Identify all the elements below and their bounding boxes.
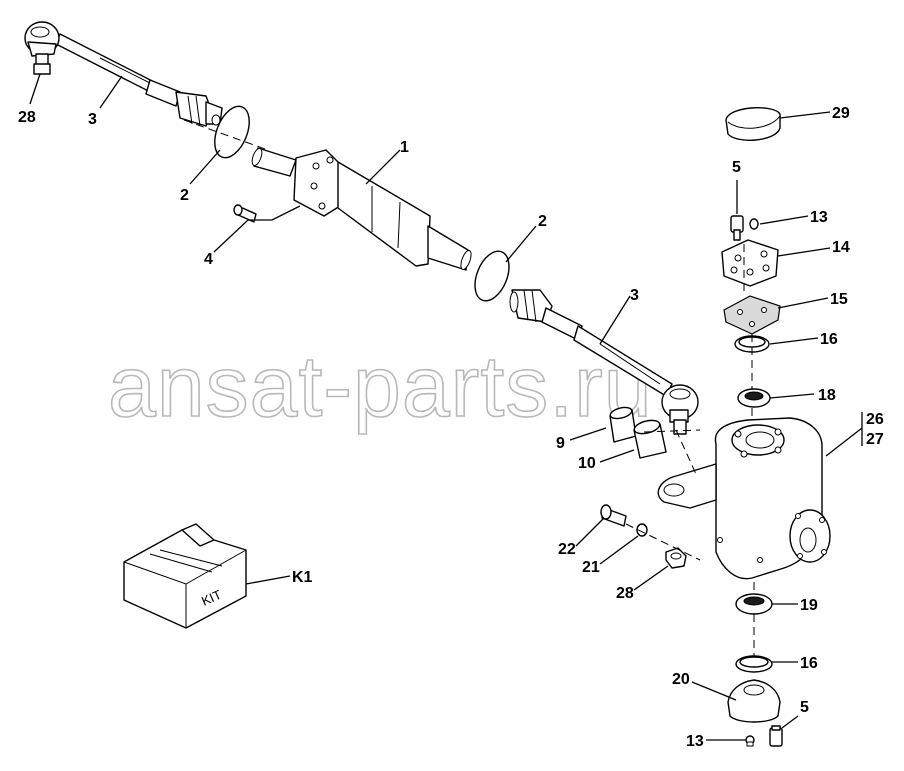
leader-lines: [29, 73, 863, 741]
callout-2-left: 2: [180, 187, 189, 204]
callout-10: 10: [578, 455, 596, 472]
callout-28-bottom: 28: [616, 585, 634, 602]
grease-fitting: [233, 204, 257, 223]
bearing-19: [735, 593, 773, 615]
callout-K1: K1: [292, 569, 313, 586]
seal-16-bottom: [735, 655, 773, 673]
ball-stud-left: [33, 53, 51, 75]
o-ring-right: [474, 250, 510, 302]
alignment-lines: [183, 119, 755, 656]
bottom-cap-20: [727, 679, 781, 723]
watermark-text: ansat-parts.ru: [108, 339, 653, 435]
callout-9: 9: [556, 435, 565, 452]
steering-knuckle: [657, 417, 831, 580]
callout-16-bottom: 16: [800, 655, 818, 672]
steering-cylinder: [251, 147, 472, 271]
callout-2-right: 2: [538, 213, 547, 230]
bearing-18: [737, 388, 771, 408]
shim-15: [723, 295, 781, 335]
cap-29: [725, 107, 781, 141]
plate-14: [721, 239, 779, 287]
callout-19: 19: [800, 597, 818, 614]
callout-18: 18: [818, 387, 836, 404]
callout-13-bottom: 13: [686, 733, 704, 750]
callout-4: 4: [204, 251, 213, 268]
callout-labels: 28 3 2 1 4 2 3 29 5 13 14 15 16 18 26 27…: [18, 105, 884, 750]
callout-5-bottom: 5: [800, 699, 809, 716]
callout-29: 29: [832, 105, 850, 122]
callout-13-top: 13: [810, 209, 828, 226]
bolt-5-top: [730, 215, 744, 241]
washer-13-top: [749, 218, 759, 230]
kit-box: KIT: [123, 523, 247, 629]
callout-14: 14: [832, 239, 850, 256]
callout-21: 21: [582, 559, 600, 576]
tie-rod-right: [509, 289, 699, 435]
callout-20: 20: [672, 671, 690, 688]
tie-rod-left: [24, 21, 223, 127]
callout-1: 1: [400, 139, 409, 156]
callout-16-top: 16: [820, 331, 838, 348]
bushing-10: [633, 419, 667, 459]
callout-22: 22: [558, 541, 576, 558]
bushing-9: [609, 406, 637, 443]
o-ring-left: [214, 105, 250, 159]
callout-5-top: 5: [732, 159, 741, 176]
washer-13-bottom: [745, 735, 755, 747]
callout-3-right: 3: [630, 287, 639, 304]
callout-26: 26: [866, 411, 884, 428]
callout-15: 15: [830, 291, 848, 308]
bolt-22: [600, 504, 627, 527]
callout-3-left: 3: [88, 111, 97, 128]
nut-28-bottom: [665, 547, 687, 569]
callout-27: 27: [866, 431, 884, 448]
callout-28-top: 28: [18, 109, 36, 126]
bolt-5-bottom: [769, 725, 783, 747]
